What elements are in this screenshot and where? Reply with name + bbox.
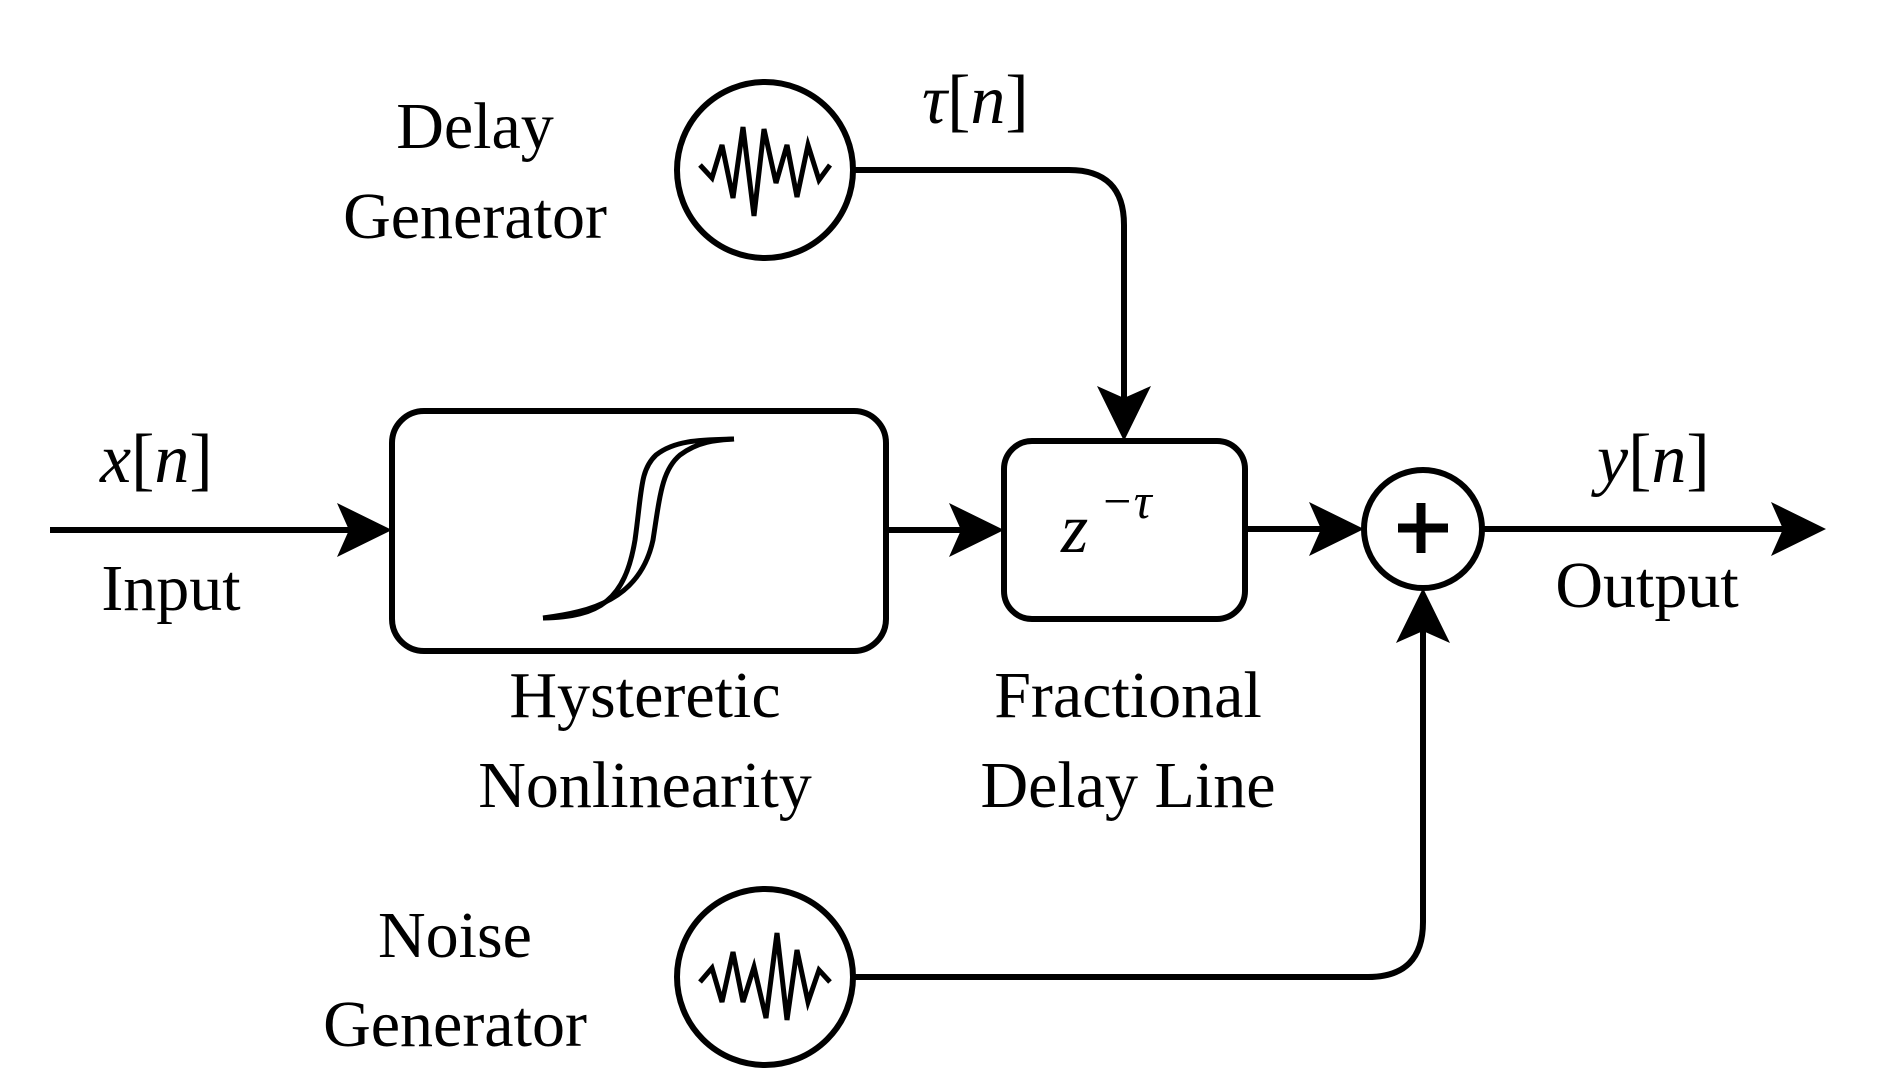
delay-expression-exponent: −τ	[1100, 473, 1154, 529]
output-label: Output	[1555, 549, 1738, 622]
noise-generator-noise-icon	[698, 932, 832, 1021]
delay-generator-label-line2: Generator	[343, 180, 607, 253]
delay-generator-label-line1: Delay	[396, 90, 554, 163]
noise-generator[interactable]	[674, 886, 856, 1068]
delay-generator[interactable]	[674, 79, 856, 261]
hysteresis-loop-icon	[542, 436, 735, 621]
input-arrow	[50, 503, 392, 557]
delay-signal-symbol: τ[n]	[922, 62, 1029, 139]
fractional-delay-block[interactable]: z −τ	[1001, 438, 1248, 622]
fractional-delay-label-line2: Delay Line	[980, 749, 1275, 822]
delay-expression-base: z	[1060, 491, 1088, 568]
hysteresis-to-delay-arrow	[886, 503, 1004, 557]
hysteresis-block[interactable]	[389, 408, 889, 654]
hysteresis-label-line2: Nonlinearity	[478, 749, 812, 822]
output-arrow	[1482, 502, 1826, 556]
summing-junction[interactable]	[1361, 467, 1485, 591]
delay-generator-noise-icon	[698, 126, 833, 217]
noise-to-summer-arrow	[853, 588, 1450, 980]
output-signal-symbol: y[n]	[1591, 421, 1710, 498]
fractional-delay-label-line1: Fractional	[994, 659, 1262, 732]
noise-generator-label-line2: Generator	[323, 988, 587, 1061]
plus-icon	[1398, 503, 1448, 553]
delay-to-summer-arrow	[1245, 502, 1364, 556]
input-signal-symbol: x[n]	[99, 421, 213, 498]
input-label: Input	[101, 552, 240, 625]
delay-control-arrow	[853, 167, 1151, 441]
noise-generator-label-line1: Noise	[378, 899, 532, 972]
hysteresis-label-line1: Hysteretic	[509, 659, 780, 732]
